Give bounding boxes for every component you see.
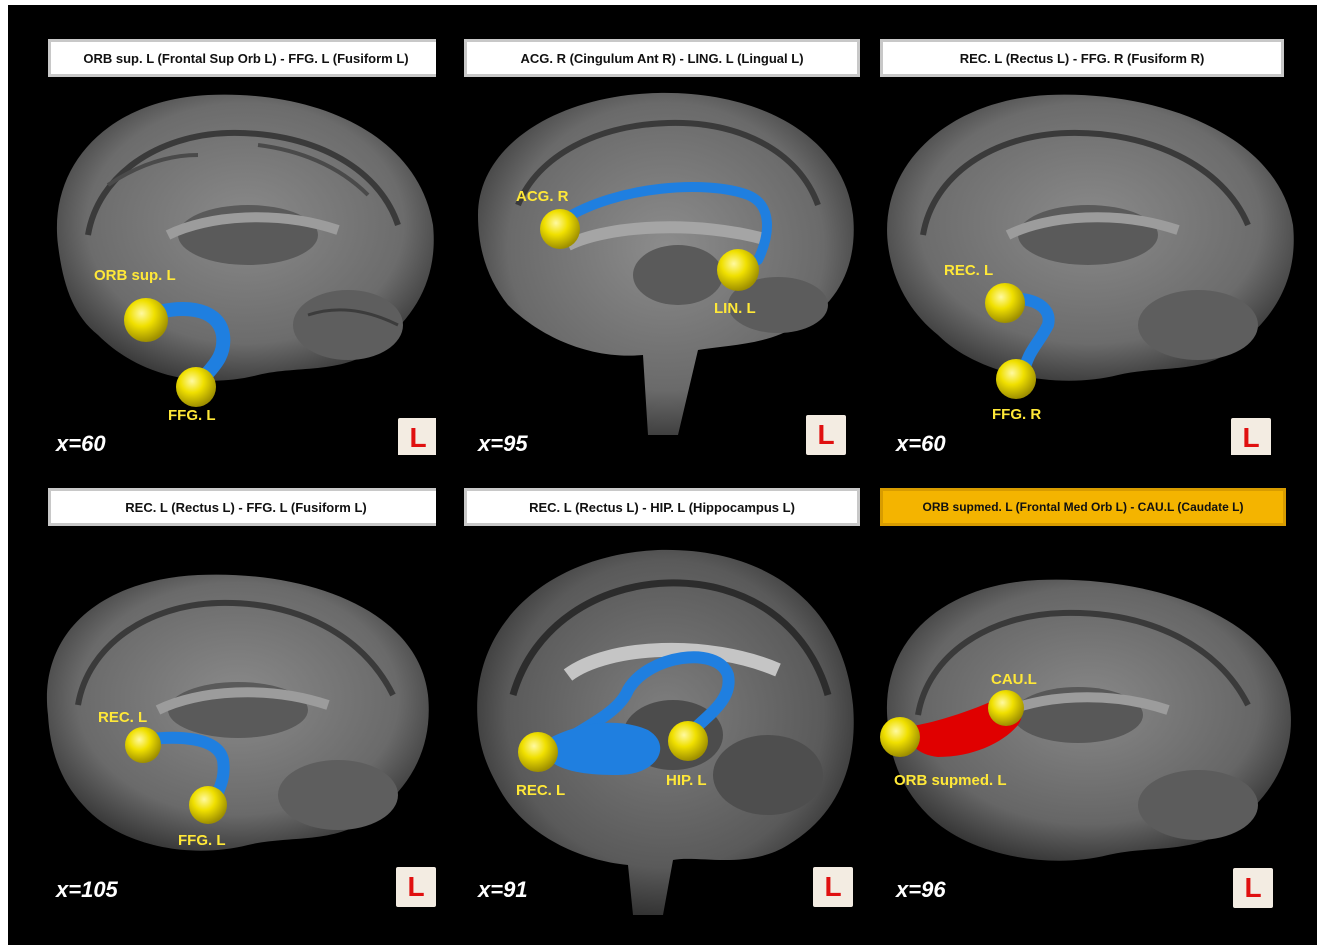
- panel-title: REC. L (Rectus L) - HIP. L (Hippocampus …: [464, 488, 860, 526]
- tract: [141, 302, 231, 392]
- slice-coordinate: x=95: [478, 431, 528, 455]
- slice-coordinate: x=60: [56, 431, 106, 455]
- roi-sphere-b: [988, 690, 1024, 726]
- panel-4: REC. L (Rectus L) - FFG. L (Fusiform L) …: [18, 475, 436, 915]
- brain-slice-image: [56, 94, 434, 407]
- roi-label-a: ORB sup. L: [94, 267, 176, 284]
- panel-3: REC. L (Rectus L) - FFG. R (Fusiform R) …: [878, 15, 1296, 455]
- orientation-letter: L: [1242, 422, 1260, 453]
- brain-slice-image: [887, 94, 1294, 399]
- brain-slice-image: [478, 92, 854, 435]
- orientation-letter: L: [407, 871, 425, 902]
- brain-slice-image: [880, 579, 1291, 861]
- figure-frame: ORB sup. L (Frontal Sup Orb L) - FFG. L …: [8, 5, 1317, 945]
- panel-title: ACG. R (Cingulum Ant R) - LING. L (Lingu…: [464, 39, 860, 77]
- orientation-letter: L: [817, 419, 835, 450]
- brain-slice-image: [46, 574, 429, 851]
- orientation-letter: L: [1244, 872, 1262, 903]
- tract: [558, 182, 772, 265]
- roi-label-a: ORB supmed. L: [894, 772, 1007, 789]
- brain-slice-image: [477, 549, 854, 915]
- roi-label-b: CAU.L: [991, 671, 1037, 688]
- orientation-badge: L: [806, 415, 846, 455]
- orientation-badge: L: [398, 418, 436, 455]
- panel-title: ORB sup. L (Frontal Sup Orb L) - FFG. L …: [48, 39, 436, 77]
- slice-coordinate: x=91: [478, 877, 528, 902]
- roi-sphere-a: [880, 717, 920, 757]
- tract: [537, 651, 735, 761]
- panel-title: REC. L (Rectus L) - FFG. R (Fusiform R): [880, 39, 1284, 77]
- slice-coordinate: x=60: [896, 431, 946, 455]
- orientation-badge: L: [396, 867, 436, 907]
- roi-label-a: ACG. R: [516, 188, 569, 205]
- roi-label-b: HIP. L: [666, 772, 707, 789]
- roi-sphere-a: [124, 298, 168, 342]
- tract-body: [538, 722, 661, 775]
- orientation-badge: L: [1233, 868, 1273, 908]
- panel-title: ORB supmed. L (Frontal Med Orb L) - CAU.…: [880, 488, 1286, 526]
- orientation-letter: L: [409, 422, 427, 453]
- roi-sphere-b: [668, 721, 708, 761]
- roi-sphere-a: [985, 283, 1025, 323]
- roi-label-a: REC. L: [98, 709, 148, 726]
- slice-coordinate: x=105: [56, 877, 118, 902]
- roi-sphere-b: [176, 367, 216, 407]
- roi-sphere-a: [125, 727, 161, 763]
- panel-title: REC. L (Rectus L) - FFG. L (Fusiform L): [48, 488, 436, 526]
- roi-sphere-b: [996, 359, 1036, 399]
- roi-label-b: LIN. L: [714, 300, 756, 317]
- roi-label-b: FFG. L: [168, 407, 216, 424]
- slice-coordinate: x=96: [896, 877, 946, 902]
- panel-1: ORB sup. L (Frontal Sup Orb L) - FFG. L …: [18, 15, 436, 455]
- panel-5: REC. L (Rectus L) - HIP. L (Hippocampus …: [448, 475, 866, 915]
- panel-6: ORB supmed. L (Frontal Med Orb L) - CAU.…: [878, 475, 1296, 915]
- roi-label-a: REC. L: [516, 782, 566, 799]
- roi-label-a: REC. L: [944, 262, 994, 279]
- orientation-letter: L: [824, 871, 842, 902]
- orientation-badge: L: [813, 867, 853, 907]
- panel-2: ACG. R (Cingulum Ant R) - LING. L (Lingu…: [448, 15, 866, 455]
- roi-sphere-b: [189, 786, 227, 824]
- roi-sphere-b: [717, 249, 759, 291]
- roi-label-b: FFG. R: [992, 406, 1042, 423]
- orientation-badge: L: [1231, 418, 1271, 455]
- roi-sphere-a: [540, 209, 580, 249]
- roi-sphere-a: [518, 732, 558, 772]
- roi-label-b: FFG. L: [178, 832, 226, 849]
